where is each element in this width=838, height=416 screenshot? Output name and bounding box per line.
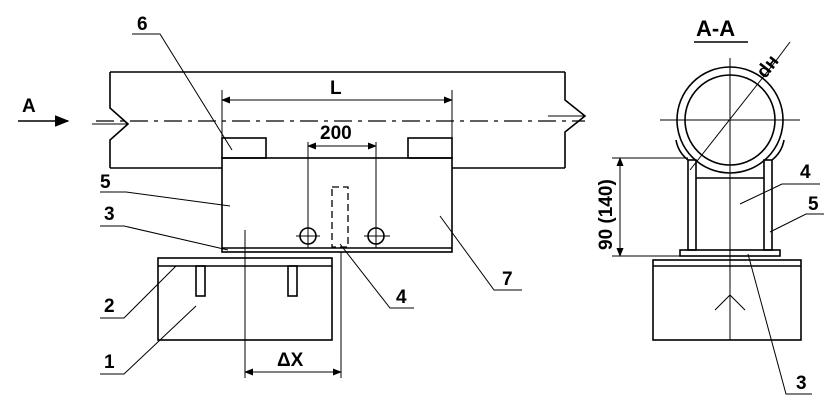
dim-delta-x-label: ΔX [277, 350, 304, 371]
dim-height-label: 90 (140) [596, 179, 617, 250]
front-view: А L [18, 14, 587, 378]
base-plate [679, 249, 781, 257]
section-callouts: 4 5 3 [739, 162, 824, 395]
dim-spacing-label: 200 [320, 123, 352, 144]
section-view: А-А dн [596, 16, 824, 395]
dim-length: L [221, 78, 453, 138]
callout-3: 3 [104, 204, 115, 225]
view-arrow-label: А [22, 96, 36, 117]
pipe [92, 71, 587, 169]
dim-diameter: dн [689, 41, 791, 171]
front-callouts: 6 5 3 2 1 4 7 [100, 14, 522, 375]
callout-7: 7 [502, 269, 513, 290]
side-plate-right [763, 159, 773, 251]
dim-delta-x: ΔX [244, 230, 342, 378]
dim-height: 90 (140) [596, 157, 688, 257]
section-title: А-А [696, 16, 735, 41]
section-foundation [652, 259, 802, 341]
section-callout-5: 5 [808, 194, 819, 215]
dim-length-label: L [330, 78, 342, 99]
dim-spacing: 200 [307, 123, 377, 224]
callout-1: 1 [104, 352, 115, 373]
callout-4: 4 [396, 287, 407, 308]
support-body [221, 157, 453, 253]
clamp-left [221, 137, 267, 159]
plate-dashed [331, 186, 349, 248]
callout-5: 5 [100, 172, 111, 193]
bolt-holes [296, 224, 390, 248]
callout-6: 6 [137, 14, 148, 35]
view-arrow-a: А [18, 96, 70, 127]
callout-2: 2 [104, 296, 115, 317]
section-callout-4: 4 [800, 162, 811, 183]
side-plate-left [687, 159, 697, 251]
dim-diameter-label: dн [753, 51, 784, 82]
section-callout-3: 3 [796, 373, 807, 394]
clamp-right [407, 137, 453, 159]
